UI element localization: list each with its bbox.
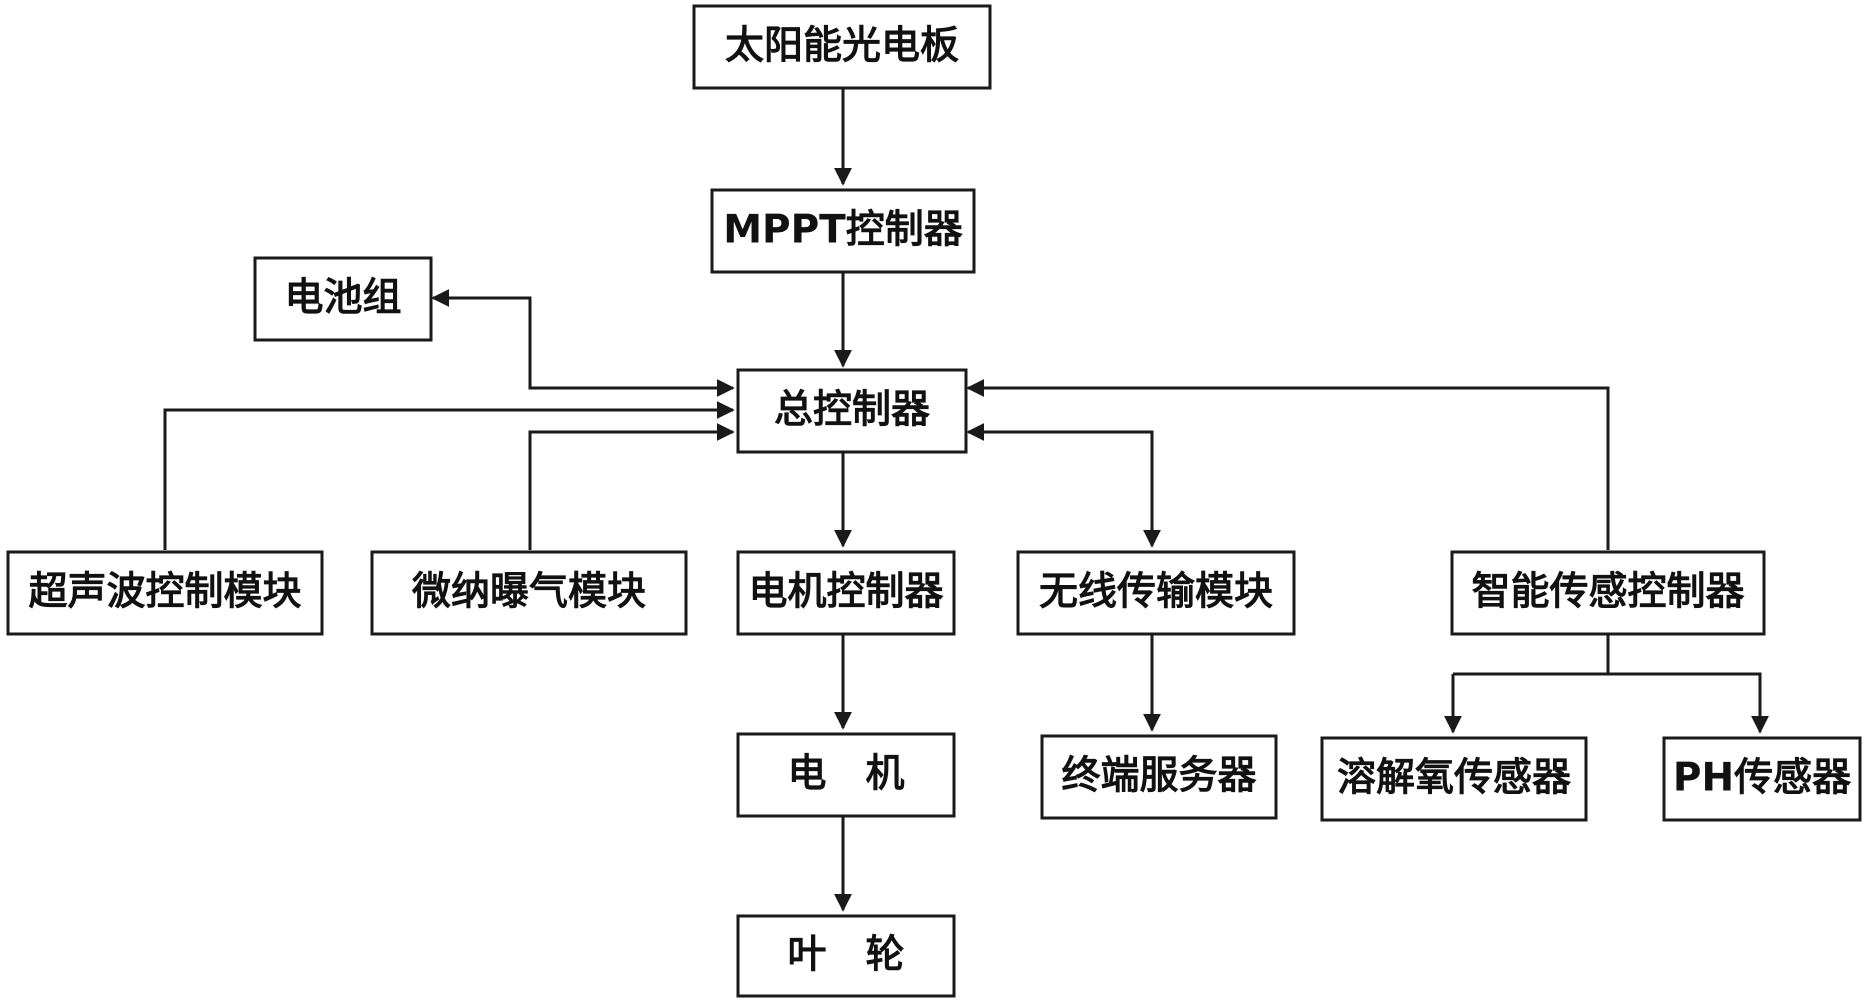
node-master-controller: 总控制器 xyxy=(736,368,968,454)
node-motor-label: 电 机 xyxy=(787,752,904,797)
connectors xyxy=(163,88,1769,912)
node-mppt-controller-label: MPPT控制器 xyxy=(723,208,964,253)
node-smart-sensor-controller: 智能传感控制器 xyxy=(1450,550,1766,636)
node-wireless-module: 无线传输模块 xyxy=(1016,550,1296,636)
arrow-to-ph-sensor xyxy=(1608,672,1769,734)
arrow-aeration-to-master xyxy=(528,423,735,550)
arrow-wireless-master-bidirectional xyxy=(966,423,1161,548)
node-micro-nano-aeration-label: 微纳曝气模块 xyxy=(411,570,646,615)
node-do-sensor-label: 溶解氧传感器 xyxy=(1337,756,1572,801)
branch-sensor-controller-split xyxy=(1453,634,1610,676)
node-mppt-controller: MPPT控制器 xyxy=(710,188,976,274)
node-motor-controller: 电机控制器 xyxy=(736,550,956,636)
node-ultrasonic-module: 超声波控制模块 xyxy=(6,550,324,636)
node-motor-controller-label: 电机控制器 xyxy=(748,570,944,615)
node-smart-sensor-controller-label: 智能传感控制器 xyxy=(1471,570,1745,615)
node-wireless-module-label: 无线传输模块 xyxy=(1039,570,1273,615)
node-terminal-server-label: 终端服务器 xyxy=(1061,754,1257,799)
node-ph-sensor-label: PH传感器 xyxy=(1673,756,1852,801)
node-do-sensor: 溶解氧传感器 xyxy=(1320,736,1588,822)
node-solar-panel: 太阳能光电板 xyxy=(692,4,992,90)
node-solar-panel-label: 太阳能光电板 xyxy=(725,24,959,69)
node-ultrasonic-module-label: 超声波控制模块 xyxy=(28,570,301,615)
node-terminal-server: 终端服务器 xyxy=(1040,734,1278,820)
node-impeller: 叶 轮 xyxy=(736,914,956,998)
node-battery-pack: 电池组 xyxy=(253,256,433,342)
node-ph-sensor: PH传感器 xyxy=(1662,736,1862,822)
arrow-battery-master-bidirectional xyxy=(431,289,735,397)
node-battery-pack-label: 电池组 xyxy=(284,276,401,321)
arrow-sensor-controller-to-master xyxy=(966,379,1610,550)
node-motor: 电 机 xyxy=(736,732,956,818)
node-master-controller-label: 总控制器 xyxy=(774,388,931,433)
node-impeller-label: 叶 轮 xyxy=(787,933,904,978)
node-micro-nano-aeration: 微纳曝气模块 xyxy=(370,550,688,636)
arrow-ultrasonic-to-master xyxy=(163,401,735,550)
